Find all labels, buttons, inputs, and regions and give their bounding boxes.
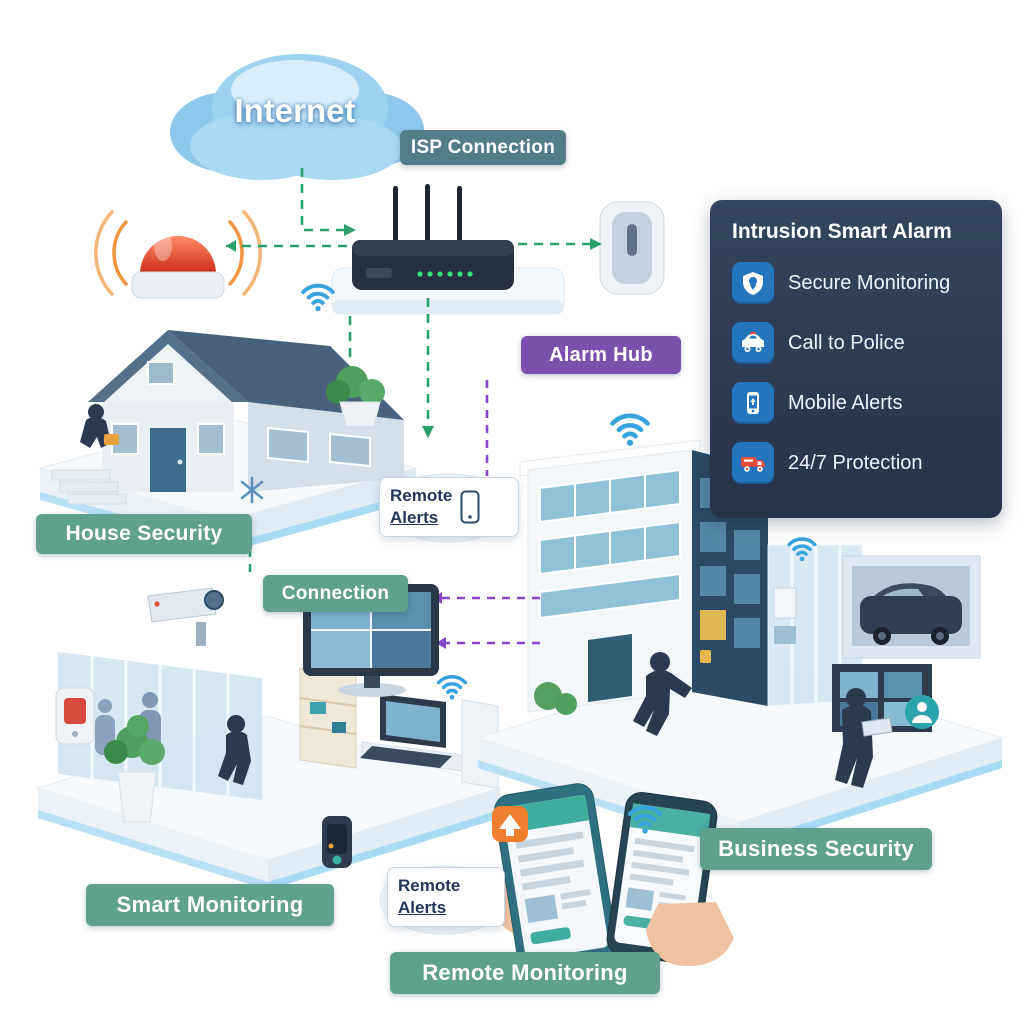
- panel-item-mobile-alerts: Mobile Alerts: [732, 382, 980, 424]
- isp-connection-label: ISP Connection: [400, 130, 566, 165]
- operator-figure: [835, 688, 893, 788]
- router-icon: [352, 184, 514, 290]
- door-sensor-icon: [599, 201, 665, 295]
- internet-cloud: [170, 54, 424, 180]
- panel-item-secure-monitoring: Secure Monitoring: [732, 262, 980, 304]
- remote-alerts-line1: Remote: [390, 486, 453, 505]
- panel-item-protection: 24/7 Protection: [732, 442, 980, 484]
- panel-item-label: Mobile Alerts: [788, 391, 903, 414]
- features-panel: Intrusion Smart Alarm Secure Monitoring …: [710, 200, 1002, 518]
- house-illustration: [51, 330, 404, 505]
- office-building-illustration: [519, 439, 981, 788]
- wifi-icon: [613, 416, 648, 446]
- wall-alarm-device: [55, 687, 95, 745]
- protection-truck-icon: [732, 442, 774, 484]
- mobile-phone-icon: [732, 382, 774, 424]
- laptop-icon: [360, 694, 452, 768]
- remote-monitoring-phones: [492, 783, 734, 972]
- walking-person-figure: [218, 715, 251, 785]
- intruder-figure: [80, 404, 119, 448]
- support-badge-icon: [905, 695, 939, 729]
- panel-item-call-police: Call to Police: [732, 322, 980, 364]
- alarm-hub-label: Alarm Hub: [521, 336, 681, 374]
- remote-alerts-line2: Alerts: [398, 898, 447, 918]
- green-arrowheads: [226, 224, 602, 438]
- wifi-icon: [301, 283, 335, 314]
- shield-location-icon: [732, 262, 774, 304]
- handheld-device: [322, 816, 352, 868]
- connection-label: Connection: [263, 575, 408, 612]
- remote-monitoring-label: Remote Monitoring: [390, 952, 660, 994]
- panel-title: Intrusion Smart Alarm: [732, 220, 952, 243]
- panel-item-label: Call to Police: [788, 331, 905, 354]
- snowflake-decal: [240, 476, 264, 504]
- alert-badge-icon: [492, 806, 528, 842]
- connection-lines-purple: [432, 380, 540, 645]
- guard-figure: [633, 650, 711, 736]
- remote-alerts-line2: Alerts: [390, 508, 439, 528]
- wifi-icon: [436, 674, 468, 702]
- smart-monitoring-scene: [55, 652, 499, 868]
- car-icon: [860, 583, 962, 645]
- panel-item-label: 24/7 Protection: [788, 451, 923, 474]
- remote-alerts-card: Remote Alerts: [379, 477, 519, 538]
- remote-alerts-card: Remote Alerts: [387, 867, 505, 928]
- right-hand: [646, 902, 734, 966]
- alarm-siren-icon: [94, 210, 262, 299]
- cctv-camera-icon: [147, 587, 224, 646]
- internet-cloud-label: Internet: [234, 92, 356, 129]
- panel-item-label: Secure Monitoring: [788, 271, 951, 294]
- house-security-label: House Security: [36, 514, 252, 554]
- police-car-icon: [732, 322, 774, 364]
- car-garage: [841, 555, 981, 659]
- business-security-label: Business Security: [700, 828, 932, 870]
- phone-icon: [460, 490, 480, 524]
- remote-alerts-line1: Remote: [398, 876, 461, 895]
- smart-monitoring-label: Smart Monitoring: [86, 884, 334, 926]
